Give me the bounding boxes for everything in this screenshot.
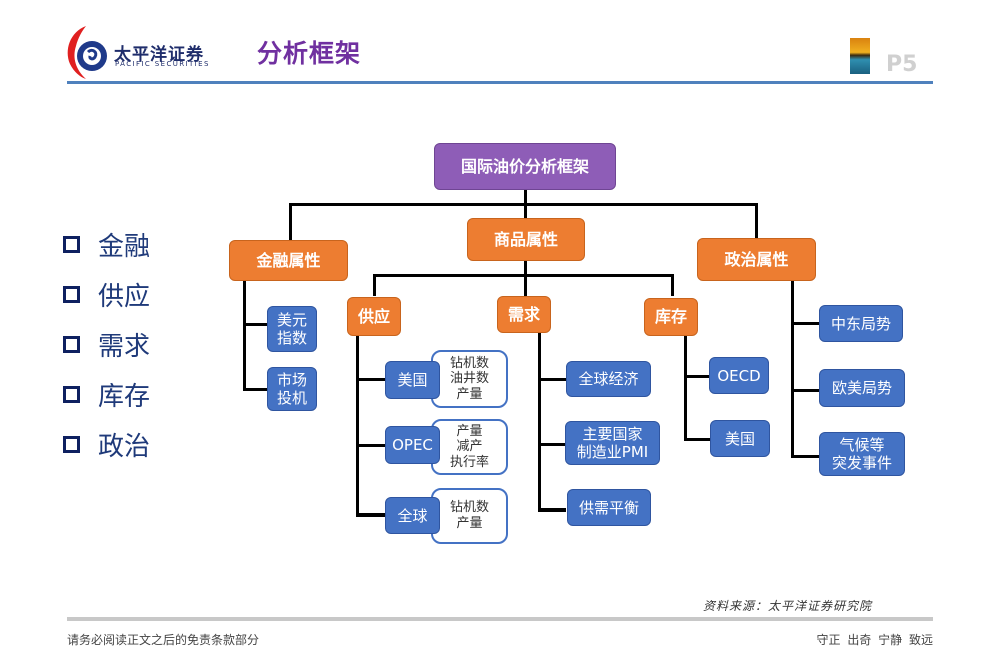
node-us-supply: 美国	[385, 361, 440, 399]
bullet-item: 政治	[63, 426, 150, 463]
bullet-label: 库存	[98, 382, 151, 412]
detail-opec: 产量 减产 执行率	[431, 419, 508, 475]
node-europe-us: 欧美局势	[819, 369, 905, 407]
node-global-supply: 全球	[385, 497, 440, 534]
square-bullet-icon	[63, 286, 80, 303]
node-sudden-events: 气候等 突发事件	[819, 432, 905, 476]
bullet-item: 供应	[63, 276, 150, 313]
connector	[356, 513, 386, 517]
detail-us-supply: 钻机数 油井数 产量	[431, 350, 508, 408]
connector	[373, 274, 673, 277]
node-middle-east: 中东局势	[819, 305, 903, 342]
node-market-speculation: 市场 投机	[267, 367, 317, 411]
connector	[684, 336, 687, 440]
node-commodity: 商品属性	[467, 218, 585, 261]
connector	[538, 508, 566, 512]
connector	[243, 280, 246, 390]
connector	[243, 323, 267, 326]
connector	[791, 280, 794, 458]
connector	[289, 203, 292, 240]
bullet-item: 库存	[63, 376, 150, 413]
node-political: 政治属性	[697, 238, 816, 281]
bullet-item: 金融	[63, 226, 150, 263]
connector	[538, 443, 566, 446]
node-oecd-inventory: OECD	[709, 357, 769, 394]
pacific-securities-logo-icon	[67, 26, 107, 79]
company-logo	[64, 22, 112, 80]
connector	[524, 260, 527, 296]
bullet-item: 需求	[63, 326, 150, 363]
root-node: 国际油价分析框架	[434, 143, 616, 190]
brand-name-en: PACIFIC SECURITIES	[115, 60, 210, 68]
connector	[243, 388, 267, 391]
disclaimer-text: 请务必阅读正文之后的免责条款部分	[67, 633, 260, 647]
source-note: 资料来源：太平洋证券研究院	[703, 599, 873, 613]
node-us-inventory: 美国	[710, 420, 770, 457]
connector	[356, 444, 386, 447]
square-bullet-icon	[63, 436, 80, 453]
connector	[289, 203, 757, 206]
node-usd-index: 美元 指数	[267, 306, 317, 352]
connector	[538, 378, 566, 381]
node-financial: 金融属性	[229, 240, 348, 281]
header-divider	[67, 81, 933, 84]
connector	[538, 333, 541, 511]
node-supply-demand-balance: 供需平衡	[567, 489, 651, 526]
connector	[791, 322, 819, 325]
page-number: P5	[886, 52, 918, 77]
connector	[791, 389, 819, 392]
connector	[671, 274, 674, 296]
bullet-label: 金融	[98, 232, 151, 262]
detail-global-supply: 钻机数 产量	[431, 488, 508, 544]
bullet-label: 供应	[98, 282, 151, 312]
page-title: 分析框架	[257, 39, 362, 68]
connector	[356, 378, 386, 381]
node-inventory: 库存	[644, 298, 698, 336]
node-opec: OPEC	[385, 426, 440, 464]
square-bullet-icon	[63, 336, 80, 353]
connector	[356, 336, 359, 516]
connector	[373, 274, 376, 296]
bullet-label: 政治	[98, 432, 151, 462]
node-global-economy: 全球经济	[566, 361, 651, 397]
node-supply: 供应	[347, 297, 401, 336]
bullet-label: 需求	[98, 332, 151, 362]
node-demand: 需求	[497, 296, 551, 333]
brand-name-cn: 太平洋证券	[114, 45, 204, 65]
connector	[791, 455, 819, 458]
company-motto: 守正 出奇 宁静 致远	[816, 633, 933, 647]
connector	[755, 203, 758, 240]
square-bullet-icon	[63, 386, 80, 403]
connector	[684, 375, 710, 378]
square-bullet-icon	[63, 236, 80, 253]
node-pmi: 主要国家 制造业PMI	[565, 421, 660, 465]
sunset-image-icon	[850, 38, 870, 74]
footer-divider	[67, 617, 933, 621]
connector	[684, 438, 710, 441]
